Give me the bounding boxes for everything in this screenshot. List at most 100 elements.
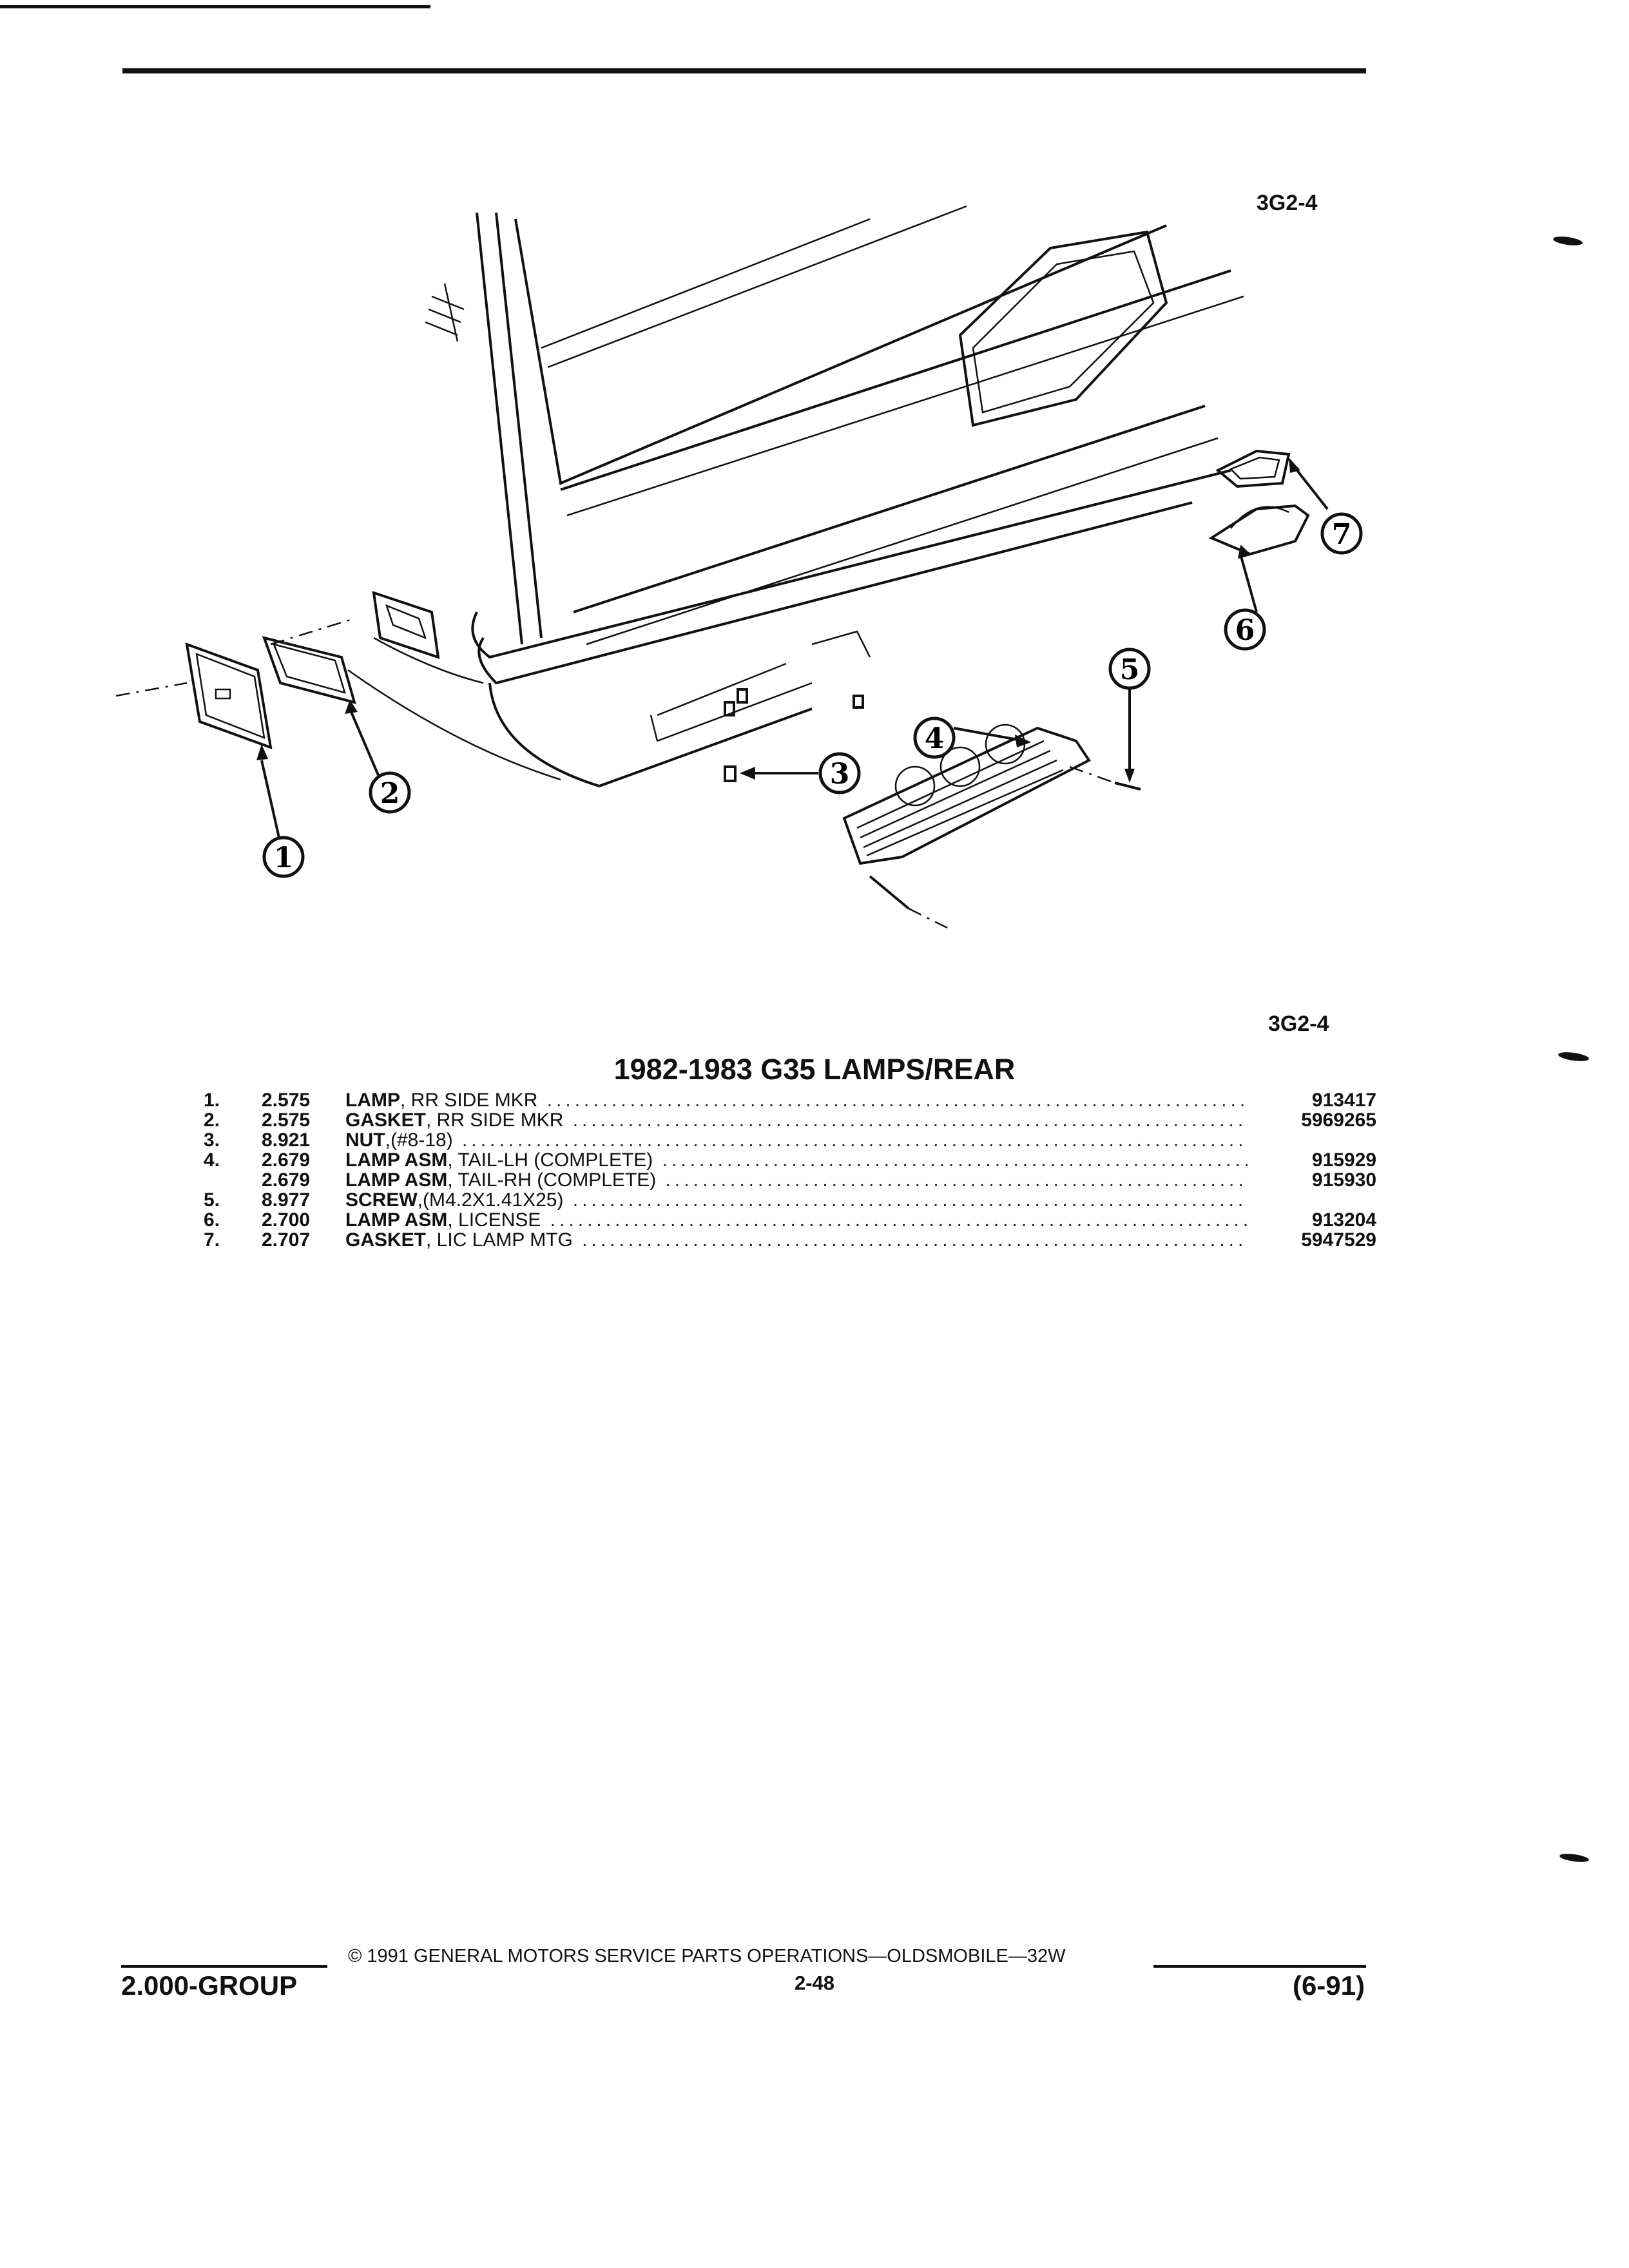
part-license-lamp (1208, 504, 1310, 613)
part-license-lamp-gasket (1215, 449, 1329, 510)
part-screw (1069, 689, 1141, 791)
item-number: 2. (204, 1110, 220, 1131)
group-number: 2.575 (262, 1090, 311, 1111)
part-description: LAMP, RR SIDE MKR ......................… (345, 1090, 1248, 1110)
callout-label-3: 3 (830, 758, 850, 791)
part-number: 915929 (1311, 1149, 1376, 1171)
part-qualifier: , RR SIDE MKR (400, 1090, 538, 1110)
leader-dots: ........................................… (662, 1150, 1248, 1170)
part-name: LAMP ASM (345, 1150, 448, 1170)
part-number (1248, 1190, 1376, 1210)
item-number: 7. (204, 1229, 220, 1251)
parts-row: 5. 8.977 SCREW,(M4.2X1.41X25) ............… (204, 1190, 1376, 1210)
parts-row: 3. 8.921 NUT,(#8-18) .....................… (204, 1130, 1376, 1150)
part-name: GASKET (345, 1110, 427, 1130)
copyright-line: © 1991 GENERAL MOTORS SERVICE PARTS OPER… (348, 1946, 1066, 1966)
part-qualifier: ,(M4.2X1.41X25) (417, 1190, 564, 1210)
part-description: SCREW,(M4.2X1.41X25) ...................… (345, 1190, 1248, 1210)
part-number: 5969265 (1301, 1110, 1376, 1131)
group-number: 8.977 (262, 1189, 311, 1211)
item-number: 6. (204, 1209, 220, 1231)
page-number: 2-48 (794, 1972, 835, 1994)
figure-code-top: 3G2-4 (1257, 191, 1318, 215)
part-side-marker-gasket (262, 617, 381, 780)
footer-group: 2.000-GROUP (121, 1970, 298, 2001)
parts-row: 4. 2.679 LAMP ASM, TAIL-LH (COMPLETE) ....… (204, 1150, 1376, 1170)
item-number (204, 1170, 262, 1190)
leader-dots: ........................................… (572, 1110, 1248, 1130)
group-number: 2.679 (262, 1149, 311, 1171)
parts-row: 2. 2.575 GASKET, RR SIDE MKR .............… (204, 1110, 1376, 1130)
exploded-parts-diagram: 1 2 3 4 5 6 7 (115, 205, 1363, 929)
part-name: LAMP ASM (345, 1210, 448, 1230)
vehicle-rear-outline (347, 205, 1244, 788)
item-number: 5. (204, 1189, 220, 1211)
callout-1: 1 (262, 836, 305, 878)
revision-date: (6-91) (1292, 1970, 1365, 2001)
header-rule (122, 68, 1366, 73)
part-tail-lamp (842, 724, 1091, 929)
leader-dots: ........................................… (572, 1190, 1248, 1210)
part-qualifier: , LIC LAMP MTG (426, 1230, 573, 1250)
part-description: GASKET, LIC LAMP MTG ...................… (345, 1230, 1248, 1250)
part-qualifier: , TAIL-RH (COMPLETE) (447, 1170, 657, 1190)
callout-label-1: 1 (274, 841, 294, 874)
part-description: LAMP ASM, LICENSE ......................… (345, 1210, 1248, 1230)
footer-rule-left (121, 1965, 327, 1968)
group-number: 2.679 (262, 1169, 311, 1191)
top-edge-rule (0, 5, 430, 8)
item-number: 1. (204, 1090, 220, 1111)
part-nut (724, 688, 864, 782)
part-qualifier: ,(#8-18) (385, 1130, 453, 1150)
part-number: 5947529 (1301, 1229, 1376, 1251)
part-number: 913204 (1311, 1209, 1376, 1231)
callout-7: 7 (1320, 512, 1363, 555)
group-number: 2.707 (262, 1229, 311, 1251)
leader-dots: ........................................… (665, 1170, 1248, 1190)
part-qualifier: , TAIL-LH (COMPLETE) (447, 1150, 653, 1170)
part-qualifier: , LICENSE (447, 1210, 541, 1230)
callout-label-5: 5 (1120, 653, 1140, 686)
parts-row: 1. 2.575 LAMP, RR SIDE MKR ...............… (204, 1090, 1376, 1110)
part-name: LAMP (345, 1090, 400, 1110)
part-description: LAMP ASM, TAIL-RH (COMPLETE) ...........… (345, 1170, 1248, 1190)
callout-3: 3 (818, 752, 861, 794)
part-number: 913417 (1311, 1090, 1376, 1111)
group-number: 8.921 (262, 1129, 311, 1151)
callout-5: 5 (1108, 648, 1151, 690)
part-name: LAMP ASM (345, 1170, 448, 1190)
binder-mark (1559, 1852, 1590, 1864)
group-number: 2.700 (262, 1209, 311, 1231)
leader-dots: ........................................… (462, 1130, 1248, 1150)
callout-label-4: 4 (925, 722, 945, 755)
callout-label-7: 7 (1332, 518, 1352, 551)
parts-row: 6. 2.700 LAMP ASM, LICENSE ...............… (204, 1210, 1376, 1230)
callout-label-2: 2 (380, 777, 400, 810)
binder-mark (1552, 235, 1583, 247)
part-qualifier: , RR SIDE MKR (426, 1110, 564, 1130)
part-name: GASKET (345, 1230, 427, 1250)
part-name: NUT (345, 1130, 385, 1150)
body-marker-pocket (372, 591, 440, 659)
leader-dots: ........................................… (550, 1210, 1248, 1230)
part-number: 915930 (1311, 1169, 1376, 1191)
parts-row: 2.679 LAMP ASM, TAIL-RH (COMPLETE) ......… (204, 1170, 1376, 1190)
group-number: 2.575 (262, 1110, 311, 1131)
parts-row: 7. 2.707 GASKET, LIC LAMP MTG ............… (204, 1230, 1376, 1250)
figure-code-bottom: 3G2-4 (1268, 1012, 1329, 1036)
item-number: 4. (204, 1149, 220, 1171)
leader-dots: ........................................… (546, 1090, 1248, 1110)
item-number: 3. (204, 1129, 220, 1151)
leader-dots: ........................................… (582, 1230, 1248, 1250)
part-description: GASKET, RR SIDE MKR ....................… (345, 1110, 1248, 1130)
callout-4: 4 (913, 716, 956, 759)
part-side-marker-lamp (115, 642, 280, 838)
part-number (1248, 1130, 1376, 1150)
part-description: LAMP ASM, TAIL-LH (COMPLETE) ...........… (345, 1150, 1248, 1170)
section-title: 1982-1983 G35 LAMPS/REAR (613, 1053, 1016, 1086)
part-name: SCREW (345, 1190, 418, 1210)
callout-2: 2 (369, 771, 411, 814)
callout-6: 6 (1224, 608, 1266, 651)
footer-rule-right (1153, 1965, 1366, 1968)
